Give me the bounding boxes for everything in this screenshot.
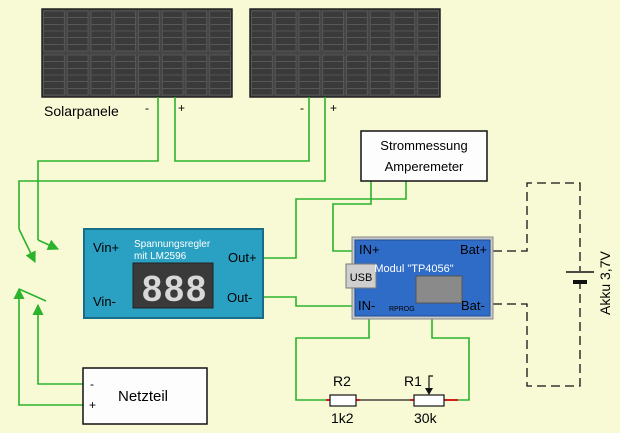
regulator-title-line1: Spannungsregler (134, 239, 211, 250)
psu-plus: + (89, 398, 96, 412)
ammeter-line2: Amperemeter (385, 159, 464, 174)
solar-panel-right (249, 8, 441, 98)
solar-left-plus: + (178, 101, 185, 115)
ammeter-line1: Strommessung (380, 138, 467, 153)
regulator-out-minus: Out- (227, 290, 252, 305)
battery-label: Akku 3,7V (597, 251, 613, 315)
regulator-title-line2: mit LM2596 (134, 251, 187, 262)
psu-minus: - (90, 377, 94, 391)
r1-value: 30k (414, 410, 438, 426)
regulator-out-plus: Out+ (228, 250, 257, 265)
r2-name: R2 (333, 373, 351, 389)
wires-green (13, 97, 470, 406)
r2-value: 1k2 (331, 410, 354, 426)
r1-name: R1 (404, 373, 422, 389)
charger-usb: USB (350, 272, 373, 284)
psu-label: Netzteil (118, 388, 168, 405)
charger-bat-minus: Bat- (461, 298, 485, 313)
charger-title: Modul "TP4056" (374, 263, 453, 275)
resistor-r2 (329, 394, 357, 407)
regulator-vin-minus: Vin- (93, 294, 116, 309)
charger-in-plus: IN+ (359, 242, 380, 257)
battery-symbol (566, 271, 594, 284)
charger-rprog: RPROG (389, 306, 415, 313)
charger-module (345, 236, 494, 320)
solar-right-minus: - (300, 101, 304, 115)
resistor-r1 (413, 375, 445, 407)
voltage-regulator (83, 228, 264, 319)
solar-label: Solarpanele (44, 103, 119, 119)
regulator-display: 888 (142, 268, 208, 309)
ammeter-box (360, 130, 488, 182)
regulator-vin-plus: Vin+ (93, 240, 119, 255)
charger-bat-plus: Bat+ (460, 242, 487, 257)
solar-panel-left (41, 8, 233, 98)
solar-right-plus: + (330, 101, 337, 115)
wires-battery (493, 182, 581, 387)
solar-left-minus: - (145, 101, 149, 115)
charger-in-minus: IN- (358, 298, 375, 313)
power-supply-box (82, 367, 208, 425)
